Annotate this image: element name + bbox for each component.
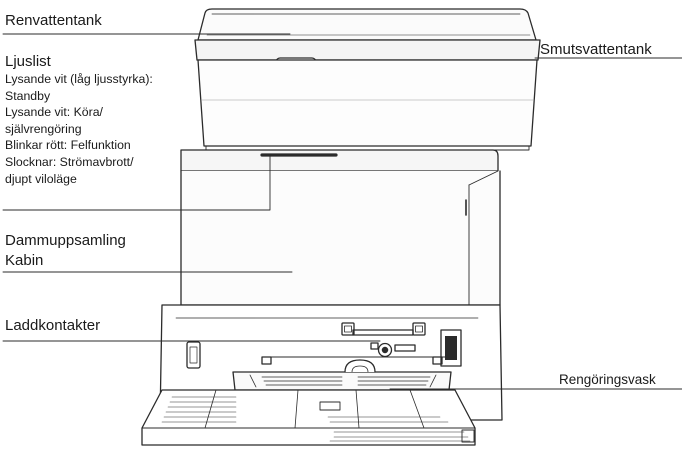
label-charging-contacts: Laddkontakter [5,317,101,334]
clean-water-tank [194,8,541,76]
side-vent-left [186,341,201,369]
cleaning-tray-ramp[interactable] [141,389,476,446]
label-clean-water-tank: Renvattentank [5,12,102,29]
ramp-grip-right [327,416,471,442]
light-bar-state: självrengöring [5,121,82,136]
label-dust-collection-line1: Dammuppsamling [5,232,126,249]
dirty-water-tank [197,59,538,151]
ramp-grip-left [161,396,237,423]
label-dirty-water-tank: Smutsvattentank [540,41,652,58]
light-bar-state: Lysande vit (låg ljusstyrka): [5,72,153,86]
light-bar-legend: Ljuslist Lysande vit (låg ljusstyrka): S… [5,53,153,187]
dust-collection-label: Dammuppsamling Kabin [5,231,126,271]
label-light-bar: Ljuslist [5,53,51,70]
leader-lines [2,33,682,390]
center-sensor [370,342,416,358]
light-bar-state: Slocknar: Strömavbrott/ [5,154,134,169]
dust-collection-body [180,149,501,306]
label-cleaning-tray: Rengöringsvask [559,372,656,387]
light-bar-state: Standby [5,88,51,103]
light-bar-state: Lysande vit: Köra/ [5,105,103,120]
light-bar-state: djupt viloläge [5,171,77,186]
tray-brushes [249,374,437,388]
charging-contact-icon [341,322,426,336]
side-vent-right [440,329,462,367]
label-dust-collection-line2: Kabin [5,252,44,269]
light-bar-state: Blinkar rött: Felfunktion [5,138,131,153]
